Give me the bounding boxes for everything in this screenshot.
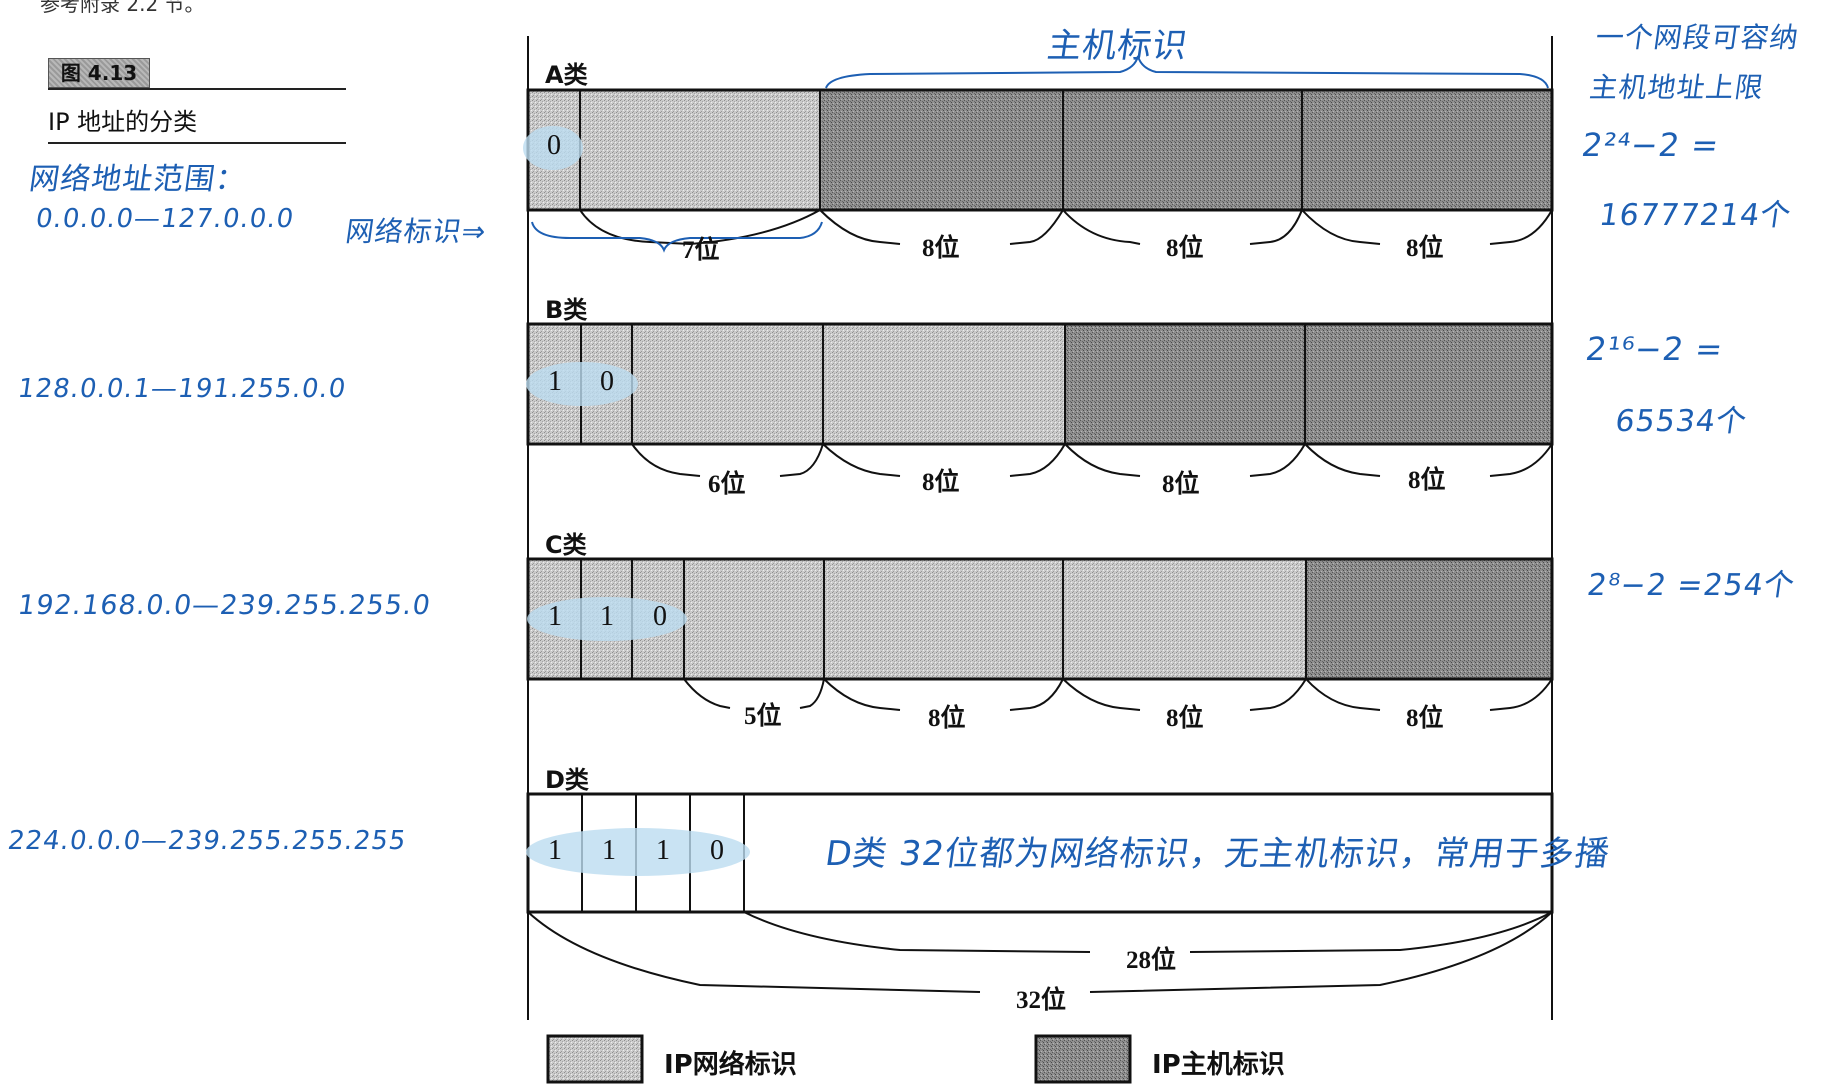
class-b-bit: 0 <box>600 366 614 397</box>
class-a-host-formula: 2²⁴−2 = <box>1579 126 1722 164</box>
class-c-row <box>526 557 1554 711</box>
class-b-range-note: 128.0.0.1—191.255.0.0 <box>15 374 349 404</box>
annotations <box>531 55 1549 253</box>
class-a-host-fill <box>820 90 1552 210</box>
class-a-range-note: 0.0.0.0—127.0.0.0 <box>33 204 297 234</box>
class-c-bit: 0 <box>653 601 667 632</box>
highlight-c <box>527 597 687 641</box>
class-c-bit-label: 8位 <box>1406 705 1444 732</box>
class-d-bit: 1 <box>656 835 670 866</box>
host-id-note: 主机标识 <box>1044 26 1191 66</box>
host-limit-title-line2: 主机地址上限 <box>1587 71 1767 104</box>
highlight-a <box>523 126 583 170</box>
class-d-note: D类 32位都为网络标识，无主机标识，常用于多播 <box>822 834 1613 874</box>
figure-number-badge: 图 4.13 <box>48 58 150 88</box>
header-rule-top <box>48 88 346 90</box>
highlight-b <box>526 362 638 406</box>
class-c-bit-label: 8位 <box>1166 705 1204 732</box>
class-b-bit-label: 8位 <box>922 469 960 496</box>
class-b-bit: 1 <box>548 366 562 397</box>
class-d-label: D类 <box>545 766 589 794</box>
class-d-range-note: 224.0.0.0—239.255.255.255 <box>5 826 409 856</box>
host-limit-title-line1: 一个网段可容纳 <box>1593 21 1802 54</box>
class-b-row <box>526 322 1554 477</box>
network-range-title: 网络地址范围： <box>27 162 249 197</box>
network-id-note: 网络标识⇒ <box>343 215 489 248</box>
figure-title: IP 地址的分类 <box>48 108 198 136</box>
class-c-bit: 1 <box>600 601 614 632</box>
class-a-bit-label: 8位 <box>1166 235 1204 262</box>
top-clipped-text: 参考附录 2.2 节。 <box>40 0 205 16</box>
class-c-host-fill <box>1306 559 1552 679</box>
class-b-host-formula: 2¹⁶−2 = <box>1583 330 1726 368</box>
class-a-host-count: 16777214个 <box>1597 198 1794 233</box>
legend-network-swatch <box>546 1034 644 1084</box>
header-rule-bottom <box>48 142 346 144</box>
legend-host-swatch <box>1034 1034 1132 1084</box>
highlight-d <box>526 828 750 876</box>
class-b-bit-label: 8位 <box>1162 471 1200 498</box>
class-a-bit-label: 8位 <box>1406 235 1444 262</box>
class-a-bit-label: 8位 <box>922 235 960 262</box>
class-a-label: A类 <box>545 61 588 89</box>
class-b-bit-label: 8位 <box>1408 467 1446 494</box>
class-c-host-formula: 2⁸−2 =254个 <box>1585 568 1798 603</box>
class-c-bit-label: 5位 <box>744 703 782 730</box>
legend-host-label: IP主机标识 <box>1152 1050 1285 1080</box>
class-d-28-bit-label: 28位 <box>1126 947 1177 974</box>
class-b-host-count: 65534个 <box>1613 404 1750 439</box>
class-c-range-note: 192.168.0.0—239.255.255.0 <box>15 590 433 621</box>
class-a-row <box>526 88 1554 246</box>
class-b-host-fill <box>1065 324 1552 444</box>
class-b-bit-label: 6位 <box>708 471 746 498</box>
class-a-bit: 0 <box>547 130 561 161</box>
class-c-bit: 1 <box>548 601 562 632</box>
class-c-label: C类 <box>545 531 587 559</box>
class-d-32-bit-label: 32位 <box>1016 987 1067 1014</box>
class-d-bit: 0 <box>710 835 724 866</box>
class-d-row <box>526 792 1554 993</box>
class-a-bit-label: 7位 <box>682 237 720 264</box>
class-d-bit: 1 <box>602 835 616 866</box>
class-d-bit: 1 <box>548 835 562 866</box>
class-c-bit-label: 8位 <box>928 705 966 732</box>
legend-network-label: IP网络标识 <box>664 1050 797 1080</box>
class-b-label: B类 <box>545 296 588 324</box>
